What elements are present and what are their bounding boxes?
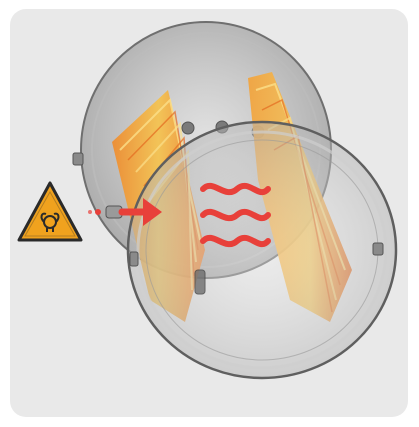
hot-surface-warning-icon <box>19 183 81 240</box>
front-lid <box>128 122 396 378</box>
